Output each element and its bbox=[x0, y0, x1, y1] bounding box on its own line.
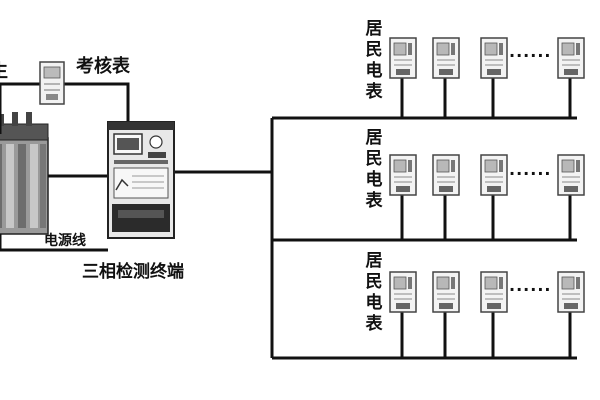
wires bbox=[0, 82, 577, 360]
resident-meter-icon bbox=[557, 37, 585, 118]
resident-meter-group-label: 居民电表 bbox=[365, 128, 383, 211]
resident-meter-group-label: 居民电表 bbox=[365, 251, 383, 334]
truncated-left-label: 生 bbox=[0, 57, 8, 83]
meter-ellipsis: ······ bbox=[509, 280, 552, 299]
resident-meter-icon bbox=[480, 37, 508, 118]
resident-meter-icon bbox=[557, 271, 585, 358]
resident-meter-icon bbox=[480, 271, 508, 358]
resident-meter-icon bbox=[389, 271, 417, 358]
meter-ellipsis: ······ bbox=[509, 46, 552, 65]
resident-meter-icon bbox=[389, 37, 417, 118]
resident-meter-icon bbox=[432, 154, 460, 240]
terminal-label: 三相检测终端 bbox=[82, 262, 184, 282]
meter-ellipsis: ······ bbox=[509, 164, 552, 183]
assessment-meter-icon bbox=[39, 61, 65, 105]
resident-meter-group-label: 居民电表 bbox=[365, 19, 383, 102]
three-phase-terminal-icon bbox=[107, 121, 175, 239]
resident-meter-icon bbox=[432, 37, 460, 118]
resident-meter-icon bbox=[480, 154, 508, 240]
transformer bbox=[0, 112, 49, 235]
power-line-label: 电源线 bbox=[44, 233, 86, 249]
resident-meter-icon bbox=[432, 271, 460, 358]
assessment-meter-label: 考核表 bbox=[76, 56, 130, 77]
resident-meter-icon bbox=[557, 154, 585, 240]
resident-meter-icon bbox=[389, 154, 417, 240]
